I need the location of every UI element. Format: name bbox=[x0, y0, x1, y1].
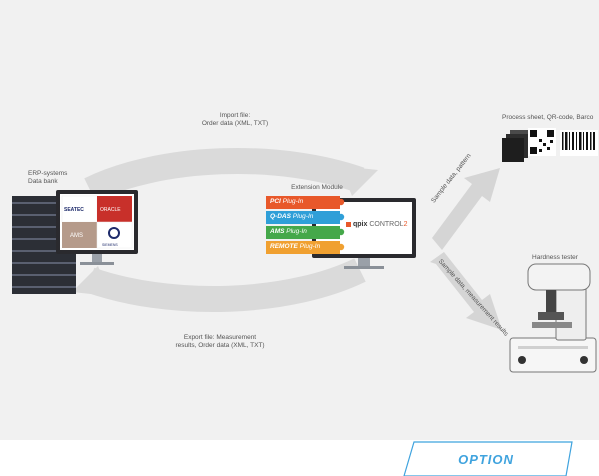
plugin-remote-label: REMOTE Plug-In bbox=[270, 243, 321, 250]
import-arc bbox=[84, 148, 365, 202]
option-tab-outline bbox=[403, 441, 573, 476]
export-arrow-head bbox=[72, 266, 110, 296]
hardness-tester-label: Hardness tester bbox=[532, 254, 578, 261]
erp-logo-seatec: SEATEC bbox=[64, 207, 84, 213]
option-label: OPTION bbox=[458, 452, 514, 467]
results-arrow bbox=[430, 252, 502, 330]
erp-logo-siemens: SIEMENS bbox=[102, 243, 118, 247]
process-sheet-stack bbox=[502, 130, 532, 162]
qr-code bbox=[528, 128, 556, 156]
pattern-arrow bbox=[432, 168, 500, 250]
import-arrow-head bbox=[340, 166, 378, 196]
erp-logo-oracle: ORACLE bbox=[100, 207, 121, 213]
hardness-tester bbox=[509, 263, 597, 373]
qpix-control-logo: qpix CONTROL2 bbox=[353, 221, 408, 228]
import-file-label: Import file:Order data (XML, TXT) bbox=[201, 112, 269, 127]
erp-monitor bbox=[56, 190, 138, 265]
erp-logo-ams: AMS bbox=[70, 233, 84, 239]
plugin-qdas-label: Q-DAS Plug-In bbox=[270, 213, 314, 220]
plugin-ams-label: AMS Plug-In bbox=[270, 228, 307, 235]
plugin-pci-label: PCI Plug-In bbox=[270, 198, 304, 205]
plugin-stack bbox=[266, 196, 345, 254]
barcode bbox=[560, 130, 598, 156]
extension-module-label: Extension Module bbox=[291, 184, 343, 191]
export-arc bbox=[85, 258, 366, 312]
process-sheet-label: Process sheet, QR-code, Barco bbox=[502, 114, 594, 121]
